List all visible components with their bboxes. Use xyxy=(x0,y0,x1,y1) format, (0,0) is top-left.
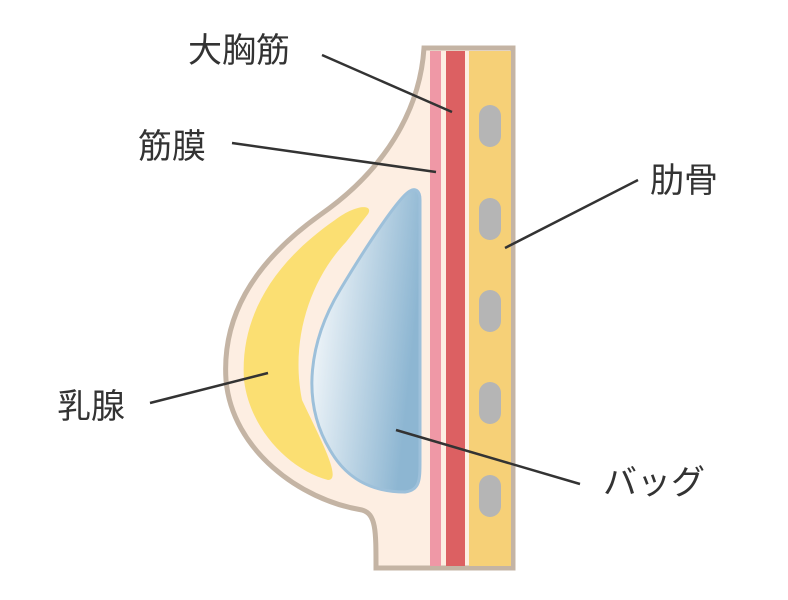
label-implant: バッグ xyxy=(603,463,705,503)
rib-segment xyxy=(479,475,501,517)
implant xyxy=(310,188,422,494)
leader-implant xyxy=(395,428,581,486)
label-rib: 肋骨 xyxy=(650,161,718,201)
mammary-gland xyxy=(243,207,370,480)
leader-lines xyxy=(149,53,639,486)
fascia-layer xyxy=(430,51,441,566)
label-mammary-gland: 乳腺 xyxy=(57,387,125,427)
rib-segments xyxy=(479,105,501,517)
leader-rib xyxy=(504,178,639,250)
rib-segment xyxy=(479,105,501,147)
label-pectoralis: 大胸筋 xyxy=(188,31,290,71)
leader-pectoralis xyxy=(321,53,453,114)
leader-gland xyxy=(149,371,269,405)
rib-segment xyxy=(479,198,501,240)
rib-segment xyxy=(479,290,501,332)
leader-fascia xyxy=(231,141,437,174)
rib-segment xyxy=(479,382,501,424)
pectoralis-muscle xyxy=(446,51,465,566)
label-fascia: 筋膜 xyxy=(138,127,206,167)
